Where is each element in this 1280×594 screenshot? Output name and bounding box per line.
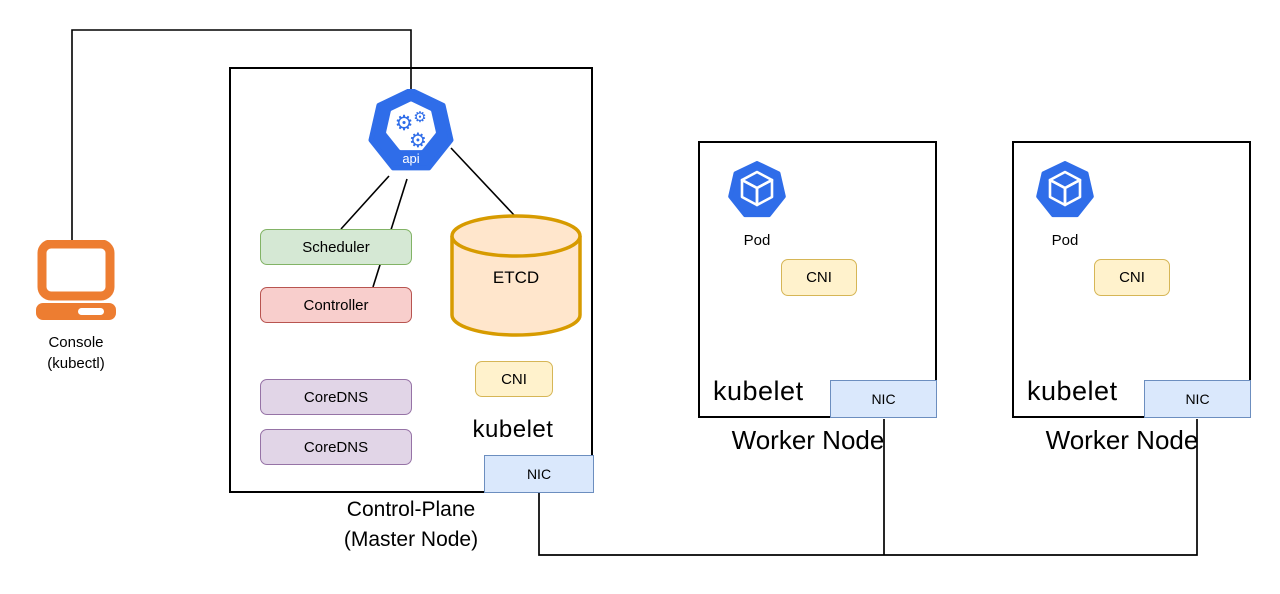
nic-label: NIC xyxy=(871,391,896,407)
worker2-nic: NIC xyxy=(1144,380,1251,418)
api-icon-label: api xyxy=(402,151,419,166)
worker1-kubelet-label: kubelet xyxy=(713,376,804,406)
etcd-cylinder-icon xyxy=(450,214,582,337)
worker1-cni-node: CNI xyxy=(781,259,857,296)
control-plane-cni-node: CNI xyxy=(475,361,553,397)
pod-icon xyxy=(728,161,786,218)
controller-node: Controller xyxy=(260,287,412,323)
control-plane-caption: Control-Plane (Master Node) xyxy=(261,495,561,555)
console-label-line1: Console xyxy=(48,334,104,351)
etcd-label: ETCD xyxy=(492,268,540,287)
nic-label: NIC xyxy=(526,466,552,482)
coredns-node-1: CoreDNS xyxy=(260,379,412,415)
coredns-node-2: CoreDNS xyxy=(260,429,412,465)
control-plane-caption-line1: Control-Plane xyxy=(346,498,476,521)
pod-icon xyxy=(1036,161,1094,218)
coredns-label: CoreDNS xyxy=(303,438,369,456)
controller-label: Controller xyxy=(303,296,369,314)
console-label-line2: (kubectl) xyxy=(47,355,105,372)
scheduler-label: Scheduler xyxy=(302,238,370,256)
control-plane-caption-line2: (Master Node) xyxy=(343,527,479,551)
pod-label: Pod xyxy=(1051,232,1079,249)
cni-label: CNI xyxy=(1119,269,1145,286)
control-plane-kubelet-label: kubelet xyxy=(472,416,554,443)
cni-label: CNI xyxy=(501,370,527,388)
worker2-caption: Worker Node xyxy=(1045,425,1199,455)
worker1-caption: Worker Node xyxy=(731,425,885,455)
worker1-nic: NIC xyxy=(830,380,937,418)
worker2-cni-node: CNI xyxy=(1094,259,1170,296)
pod-label: Pod xyxy=(743,232,771,249)
console-label: Console (kubectl) xyxy=(5,332,147,374)
gear-icon: ⚙ xyxy=(409,128,427,152)
coredns-label: CoreDNS xyxy=(303,388,369,406)
laptop-icon xyxy=(36,240,116,320)
scheduler-node: Scheduler xyxy=(260,229,412,265)
worker2-kubelet-label: kubelet xyxy=(1027,376,1118,406)
nic-label: NIC xyxy=(1185,391,1210,407)
cni-label: CNI xyxy=(806,269,832,286)
control-plane-nic: NIC xyxy=(484,455,594,493)
gear-icon: ⚙ xyxy=(413,108,426,126)
kubernetes-api-icon: ⚙ ⚙ ⚙ api xyxy=(368,89,454,171)
